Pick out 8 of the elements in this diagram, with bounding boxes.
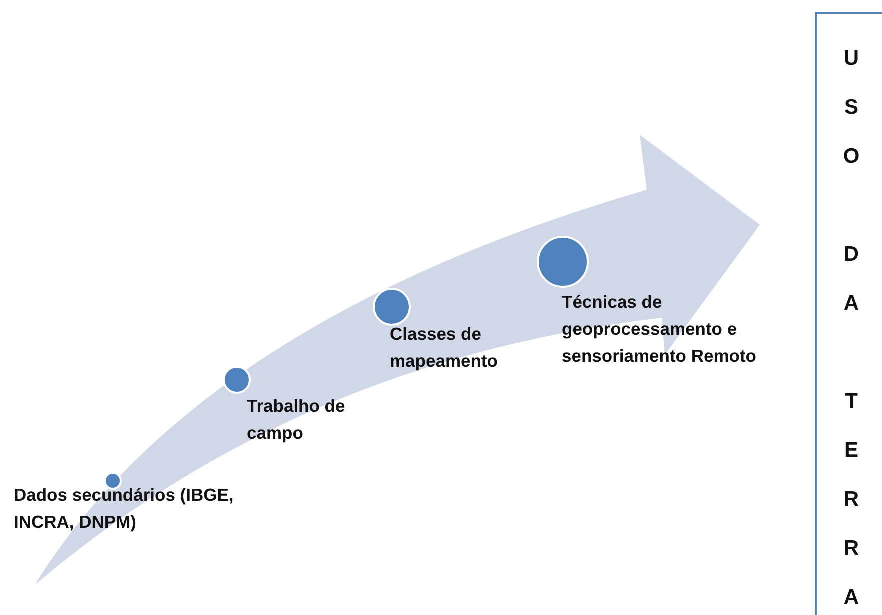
- vertical-title: DA: [842, 242, 860, 317]
- step-label: Classes de mapeamento: [390, 321, 540, 375]
- vertical-title: USO: [842, 46, 861, 170]
- step-label: Trabalho de campo: [247, 393, 357, 447]
- result-panel: [815, 12, 882, 615]
- step-label: Dados secundários (IBGE, INCRA, DNPM): [14, 482, 294, 536]
- vertical-title: TERRA: [842, 389, 860, 611]
- step-label: Técnicas de geoprocessamento e sensoriamento Remoto: [562, 289, 797, 370]
